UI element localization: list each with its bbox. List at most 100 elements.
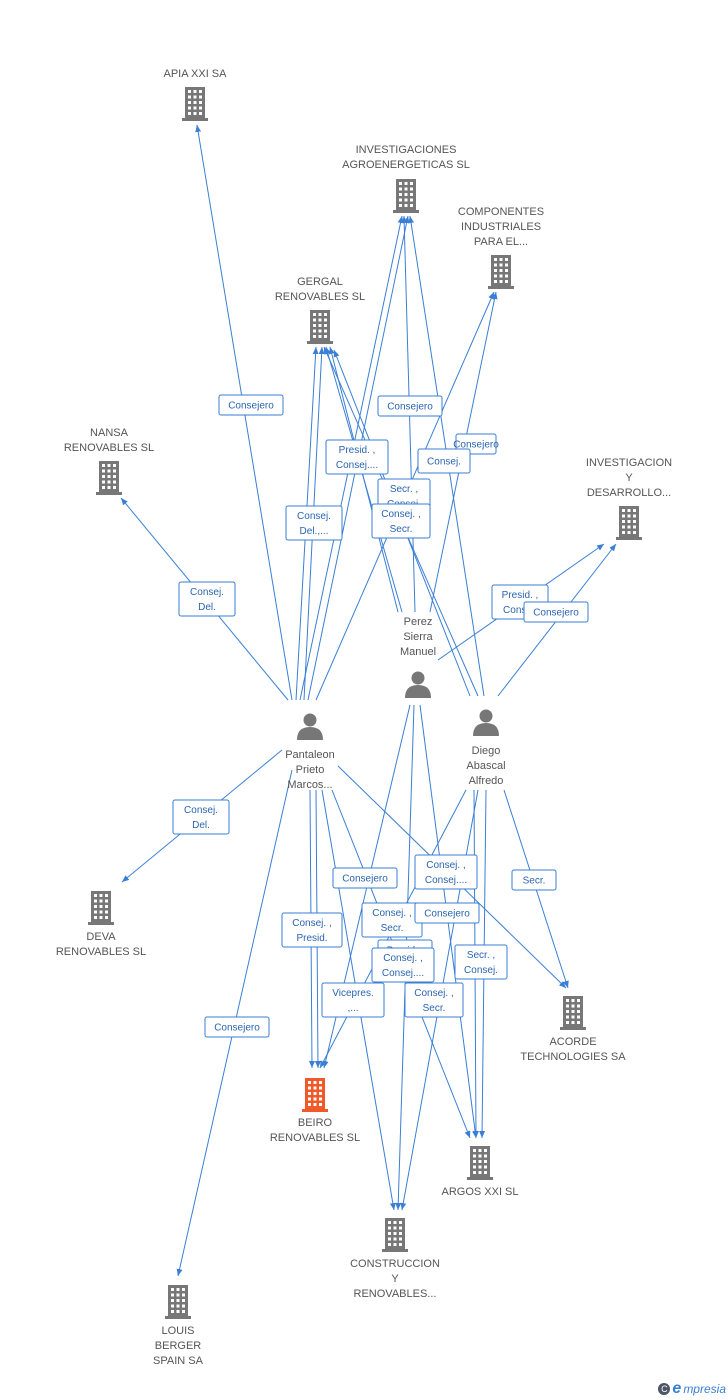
edge-role-label[interactable]: Consejero bbox=[523, 601, 589, 623]
edges-layer bbox=[120, 124, 617, 1277]
edge-role-text: Consejero bbox=[342, 874, 388, 885]
company-label-line: INVESTIGACIONES bbox=[356, 144, 457, 156]
company-label-line: INVESTIGACION bbox=[586, 457, 672, 469]
company-label-line: PARA EL... bbox=[474, 236, 528, 248]
company-label-line: RENOVABLES SL bbox=[270, 1132, 360, 1144]
edge-role-text: Consej. bbox=[190, 587, 224, 598]
edge-role-text: Del. bbox=[198, 602, 216, 613]
company-label-line: Y bbox=[391, 1273, 399, 1285]
company-node-construccion[interactable]: CONSTRUCCION Y RENOVABLES... bbox=[350, 1218, 440, 1300]
person-label-line: Perez bbox=[404, 616, 433, 628]
building-icon bbox=[307, 310, 333, 344]
company-label-line: GERGAL bbox=[297, 276, 343, 288]
building-icon bbox=[467, 1146, 493, 1180]
edge-role-label[interactable]: Presid. ,Consej.... bbox=[325, 439, 389, 475]
person-icon bbox=[473, 709, 499, 736]
edge-role-label[interactable]: Vicepres.,... bbox=[321, 982, 385, 1018]
edge-role-text: Secr. , bbox=[390, 484, 418, 495]
building-icon bbox=[302, 1078, 328, 1112]
edge-role-label[interactable]: Consej.Del.,... bbox=[285, 505, 343, 541]
company-node-louis[interactable]: LOUIS BERGER SPAIN SA bbox=[153, 1285, 204, 1367]
edge-role-label[interactable]: Consej. ,Secr. bbox=[371, 503, 431, 539]
edge-role-label[interactable]: Consej. Del. bbox=[178, 581, 236, 617]
person-icon bbox=[405, 671, 431, 698]
edge-role-label[interactable]: Consejero bbox=[377, 395, 443, 417]
nodes-layer: APIA XXI SA INVESTIGACIONES AGROENERGETICA… bbox=[56, 68, 672, 1367]
edge-role-label[interactable]: Consej.Del. bbox=[172, 799, 230, 835]
company-label-line: TECHNOLOGIES SA bbox=[520, 1051, 626, 1063]
edge-role-label[interactable]: Secr. ,Consej. bbox=[454, 944, 508, 980]
company-label-line: CONSTRUCCION bbox=[350, 1258, 440, 1270]
edge-role-text: Consej. , bbox=[414, 988, 453, 999]
company-node-invest-des[interactable]: INVESTIGACIONYDESARROLLO... bbox=[586, 457, 672, 540]
empresia-watermark: C e mpresia bbox=[658, 1380, 726, 1398]
edge-role-text: ,... bbox=[347, 1003, 358, 1014]
person-node-pantaleon[interactable]: PantaleonPrietoMarcos... bbox=[285, 713, 335, 792]
brand-name: mpresia bbox=[683, 1382, 726, 1396]
edge-role-text: Secr. bbox=[390, 524, 413, 535]
edge-role-text: Secr. , bbox=[467, 950, 495, 961]
edge-role-label[interactable]: Consejero bbox=[332, 867, 398, 889]
company-label-line: SPAIN SA bbox=[153, 1355, 204, 1367]
edge-role-text: Consej. , bbox=[372, 908, 411, 919]
company-node-argos[interactable]: ARGOS XXI SL bbox=[441, 1146, 519, 1198]
edge-role-text: Consej.... bbox=[425, 875, 467, 886]
edge-role-label[interactable]: Consej. ,Secr. bbox=[361, 902, 423, 938]
edge-role-text: Consejero bbox=[424, 909, 470, 920]
edge-role-text: Consejero bbox=[387, 402, 433, 413]
edge-role-label[interactable]: Consej. , Presid. bbox=[281, 912, 343, 948]
edge-role-text: Consej. , bbox=[292, 918, 331, 929]
company-label-line: AGROENERGETICAS SL bbox=[342, 159, 470, 171]
person-label-line: Pantaleon bbox=[285, 749, 335, 761]
person-label-line: Abascal bbox=[466, 760, 505, 772]
edge-role-label[interactable]: Consejero bbox=[204, 1016, 270, 1038]
company-label-line: INDUSTRIALES bbox=[461, 221, 541, 233]
edge-role-text: Consej. bbox=[503, 605, 537, 616]
edge-role-text: Consej.... bbox=[382, 968, 424, 979]
person-label-line: Marcos... bbox=[287, 779, 332, 791]
company-node-apia[interactable]: APIA XXI SA bbox=[164, 68, 228, 121]
person-label-line: Alfredo bbox=[469, 775, 504, 787]
company-label-line: LOUIS bbox=[161, 1325, 194, 1337]
edge-role-text: Presid. , bbox=[339, 445, 376, 456]
person-label-line: Manuel bbox=[400, 646, 436, 658]
edge-role-text: Consejero bbox=[533, 608, 579, 619]
edge-role-text: Consejero bbox=[214, 1023, 260, 1034]
company-label-line: RENOVABLES SL bbox=[64, 442, 154, 454]
edge-role-text: Presid. bbox=[296, 933, 327, 944]
edge-role-text: Consej. bbox=[427, 457, 461, 468]
person-label-line: Prieto bbox=[296, 764, 325, 776]
relation-edge bbox=[328, 346, 399, 613]
edge-role-label[interactable]: Consej. ,Consej.... bbox=[371, 947, 435, 983]
building-icon bbox=[393, 179, 419, 213]
company-label-line: Y bbox=[625, 472, 633, 484]
company-label-line: BERGER bbox=[155, 1340, 202, 1352]
company-label-line: RENOVABLES... bbox=[354, 1288, 437, 1300]
edge-role-label[interactable]: Secr. bbox=[511, 869, 557, 891]
building-icon bbox=[616, 506, 642, 540]
edge-role-text: Secr. bbox=[523, 876, 546, 887]
edge-role-label[interactable]: Consej. , Secr. bbox=[404, 982, 464, 1018]
edge-role-label[interactable]: Consejero bbox=[218, 394, 284, 416]
brand-initial: e bbox=[672, 1380, 682, 1397]
company-node-invest-agro[interactable]: INVESTIGACIONES AGROENERGETICAS SL bbox=[342, 144, 470, 213]
building-icon bbox=[182, 87, 208, 121]
edge-role-label[interactable]: Consej. ,Consej.... bbox=[414, 854, 478, 890]
building-icon bbox=[165, 1285, 191, 1319]
edge-role-text: Secr. bbox=[423, 1003, 446, 1014]
edge-role-label[interactable]: Consejero bbox=[414, 902, 480, 924]
company-label-line: APIA XXI SA bbox=[164, 68, 228, 80]
person-icon bbox=[297, 713, 323, 740]
edge-role-text: Vicepres. bbox=[332, 988, 374, 999]
edge-role-label[interactable]: Consej. bbox=[417, 448, 471, 474]
